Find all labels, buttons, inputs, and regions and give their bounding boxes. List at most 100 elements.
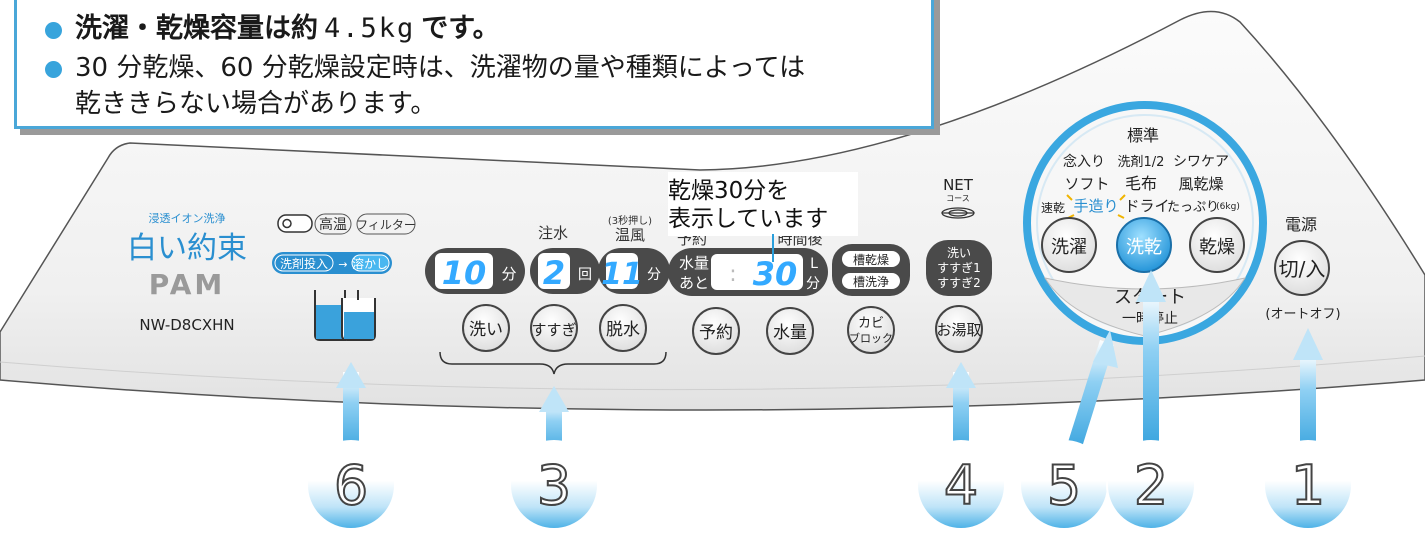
course-soft: ソフト bbox=[1064, 175, 1109, 193]
marker-2: 2 bbox=[1106, 440, 1196, 530]
key-icon-ring bbox=[282, 218, 292, 229]
hot-water-display bbox=[926, 240, 992, 296]
handmade-glow-icon bbox=[1066, 194, 1126, 219]
capacity-value: 4.5kg bbox=[324, 13, 416, 44]
capacity-suffix: です。 bbox=[421, 13, 500, 44]
wash-unit: 分 bbox=[501, 265, 516, 283]
spin-button-label: 脱水 bbox=[606, 320, 640, 340]
course-standard: 標準 bbox=[1127, 126, 1159, 145]
hot-water-button[interactable]: お湯取 bbox=[935, 305, 983, 353]
marker-3-label: 3 bbox=[537, 454, 571, 517]
brand-name: 白い約束 bbox=[127, 231, 247, 266]
detergent-label-bg bbox=[274, 254, 334, 272]
course-quick: 速乾 bbox=[1041, 201, 1065, 215]
water-button-label: 水量 bbox=[773, 323, 807, 343]
callout-box bbox=[668, 172, 858, 236]
center-display-group: 予約 時間後 水量 あと 30 : L 分 bbox=[668, 230, 828, 296]
course-wash-button[interactable]: 洗濯 bbox=[1041, 217, 1097, 273]
hot-water-line-2: すすぎ1 bbox=[937, 261, 981, 275]
spin-label: 温風 bbox=[615, 226, 645, 244]
arrow-2 bbox=[1136, 270, 1166, 460]
callout-line-1: 乾燥30分を bbox=[668, 178, 789, 204]
rinse-display-window bbox=[538, 253, 570, 289]
course-plenty: たっぷり bbox=[1167, 200, 1219, 215]
course-handmade: 手造り bbox=[1073, 197, 1118, 215]
dry-note: 30 分乾燥、60 分乾燥設定時は、洗濯物の量や種類によっては bbox=[45, 50, 913, 86]
course-dry: ドライ bbox=[1124, 197, 1169, 215]
marker-5: 5 bbox=[1019, 440, 1109, 530]
rinse-label: 注水 bbox=[538, 224, 568, 242]
marker-1-label: 1 bbox=[1291, 454, 1325, 517]
model-number: NW-D8CXHN bbox=[139, 316, 234, 334]
dissolve-indicator: 溶かし bbox=[352, 256, 388, 271]
power-button-label: 切/入 bbox=[1279, 257, 1326, 281]
wash-button[interactable]: 洗い bbox=[462, 304, 510, 352]
water-button[interactable]: 水量 bbox=[766, 307, 814, 355]
wash-display-window bbox=[435, 253, 493, 289]
rinse-unit: 回 bbox=[578, 267, 592, 283]
marker-6-label: 6 bbox=[334, 454, 368, 517]
wash-minutes: 10 bbox=[442, 254, 487, 292]
arrow-6 bbox=[336, 362, 366, 460]
marker-2-label: 2 bbox=[1134, 454, 1168, 517]
left-display-group: 10 分 注水 2 回 (3秒押し) 温風 11 分 bbox=[425, 214, 670, 294]
marker-5-label: 5 bbox=[1047, 454, 1081, 517]
bracket bbox=[439, 351, 667, 375]
detergent-indicator: 洗剤投入 bbox=[280, 256, 328, 271]
capacity-prefix: 洗濯・乾燥容量は約 bbox=[75, 13, 318, 44]
high-temp-indicator: 高温 bbox=[319, 216, 347, 233]
bullet-icon bbox=[45, 22, 62, 39]
course-plenty-spec: (6kg) bbox=[1216, 202, 1240, 212]
course-wrinkle: シワケア bbox=[1173, 154, 1229, 170]
arrow-1 bbox=[1293, 328, 1323, 460]
marker-1: 1 bbox=[1263, 440, 1353, 530]
course-blanket: 毛布 bbox=[1125, 174, 1157, 193]
power-button[interactable]: 切/入 bbox=[1274, 240, 1330, 296]
rinse-count: 2 bbox=[543, 254, 565, 292]
marker-4-label: 4 bbox=[944, 454, 978, 517]
rinse-button[interactable]: すすぎ bbox=[530, 304, 578, 352]
mold-block-button[interactable]: カビ ブロック bbox=[847, 306, 895, 354]
spin-minutes: 11 bbox=[601, 257, 643, 292]
rinse-button-label: すすぎ bbox=[531, 321, 576, 339]
filter-frame bbox=[356, 213, 416, 235]
center-unit-l: L bbox=[810, 256, 818, 272]
callout-markers: 6 3 4 5 2 1 bbox=[306, 440, 1353, 530]
tub-dry-indicator-bg bbox=[842, 251, 900, 267]
dissolve-label-bg bbox=[351, 254, 390, 272]
power-label: 電源 bbox=[1285, 215, 1317, 234]
center-display-colon: : bbox=[729, 262, 736, 287]
marker-4: 4 bbox=[916, 440, 1006, 530]
arrow-5 bbox=[1064, 330, 1118, 460]
bullet-icon bbox=[45, 61, 62, 78]
reserve-button[interactable]: 予約 bbox=[692, 307, 740, 355]
tub-clean-indicator-bg bbox=[842, 273, 900, 289]
tub-clean-indicator: 槽洗浄 bbox=[853, 275, 889, 289]
brand-tagline: 浸透イオン洗浄 bbox=[149, 211, 226, 225]
course-air-dry: 風乾燥 bbox=[1178, 175, 1223, 193]
spin-button[interactable]: 脱水 bbox=[599, 304, 647, 352]
course-dry-button[interactable]: 乾燥 bbox=[1189, 217, 1245, 273]
tub-dry-indicator: 槽乾燥 bbox=[853, 253, 889, 267]
water-label: 水量 bbox=[679, 254, 709, 272]
brand-logo: PAM bbox=[149, 268, 225, 301]
net-label: NET bbox=[943, 176, 974, 194]
pointer-arrows bbox=[336, 270, 1323, 460]
detergent-cup-icon bbox=[314, 290, 376, 341]
course-wash-dry-button[interactable]: 洗乾 bbox=[1116, 217, 1172, 273]
net-icon bbox=[941, 207, 975, 219]
arrow-4 bbox=[946, 362, 976, 460]
hot-water-line-3: すすぎ2 bbox=[937, 276, 981, 290]
course-wash-dry-label: 洗乾 bbox=[1126, 237, 1162, 258]
marker-3: 3 bbox=[509, 440, 599, 530]
high-temp-frame bbox=[314, 213, 352, 235]
center-display-window bbox=[711, 254, 803, 290]
course-dry-label: 乾燥 bbox=[1199, 237, 1235, 258]
marker-6: 6 bbox=[306, 440, 396, 530]
course-careful: 念入り bbox=[1063, 153, 1105, 170]
auto-off-label: (オートオフ) bbox=[1265, 307, 1340, 322]
dry-note-line-2: 乾ききらない場合があります。 bbox=[75, 89, 437, 119]
